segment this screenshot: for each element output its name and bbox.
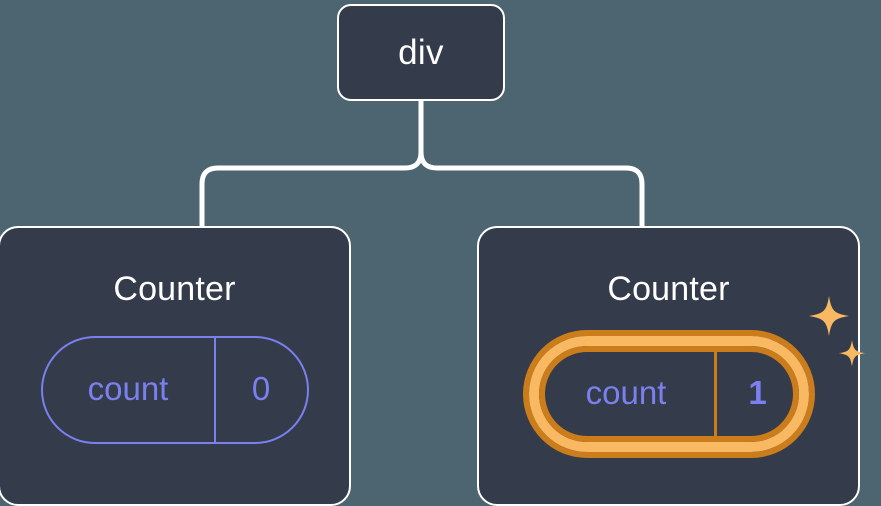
sparkle-large-icon — [808, 296, 849, 336]
state-value-left: 0 — [251, 370, 271, 407]
node-counter-right-label: Counter — [607, 270, 730, 308]
state-key-left: count — [43, 338, 216, 442]
state-pill-left[interactable]: count 0 — [40, 336, 309, 444]
node-counter-left-label: Counter — [113, 270, 236, 308]
sparkle-group — [801, 294, 871, 378]
state-value-right: 1 — [748, 374, 767, 411]
node-div-label: div — [398, 32, 444, 72]
state-pill-right[interactable]: count 1 — [528, 336, 809, 452]
node-counter-right[interactable]: Counter count 1 — [477, 226, 865, 506]
state-key-right: count — [539, 346, 717, 442]
node-div[interactable]: div — [337, 4, 505, 101]
node-counter-left[interactable]: Counter count 0 — [0, 226, 351, 506]
sparkle-small-icon — [838, 340, 865, 367]
diagram-canvas: div Counter count 0 Counter count 1 — [0, 4, 865, 506]
connector-path-left — [199, 98, 424, 229]
state-pill-wrapper-right: count 1 — [528, 296, 865, 452]
state-pill-wrapper-left: count 0 — [40, 336, 309, 444]
connector-path — [418, 98, 645, 229]
